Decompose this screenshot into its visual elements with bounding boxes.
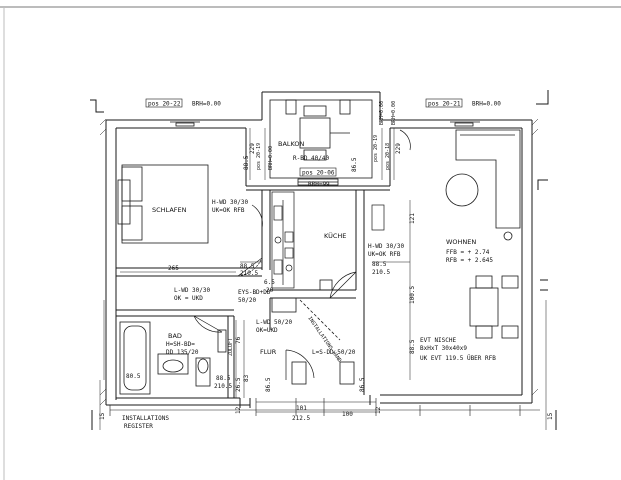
pos-tag-vertical-1: pos 20-19 [373,135,379,162]
note-eys: EYS-BD+DD [238,289,271,296]
dim-86-5-c: 86.5 [359,377,366,392]
kitchen-counter [271,191,385,289]
note-bad-h: H=SH-BD= [166,341,195,348]
pos-tag-balcony: pos 20-06 [302,170,335,177]
dim-212-5: 212.5 [292,415,310,422]
note-balkon-rbd: R-BD 40/40 [293,155,330,162]
hall-installations [271,279,355,385]
dim-86-5-b: 86.5 [265,377,272,392]
note-zuluft: ZULUFT [228,338,234,356]
dim-80-5: 80.5 [126,373,141,380]
brh-vertical-3: BRH=0.00 [268,146,274,170]
brh-top-left: BRH=0.00 [192,101,221,108]
pos-tag-vertical-3: pos 20-19 [256,143,262,170]
pos-tags: pos 20-22 BRH=0.00 pos 20-21 BRH=0.00 po… [145,98,501,188]
dim-88-5-a: 88.5 [240,263,255,270]
balcony-inner [269,99,373,179]
door-swings [193,129,411,380]
dim-76: 76 [235,336,242,344]
note-lwd-b: OK = UKD [174,295,203,302]
pos-tag-vertical-2: pos 20-18 [385,143,391,170]
brh-top-right: BRH=0.00 [472,101,501,108]
dim-12-b: 12 [375,406,382,414]
room-kueche: KÜCHE [324,231,346,240]
dim-210-5-a: 210.5 [240,270,258,277]
note-evt-2: BxHxT 30x40x9 [420,345,467,352]
note-lwd-dd: L-WD 50/20 [256,319,293,326]
dim-88-5-c: 88.5 [409,339,416,354]
room-balkon: BALKON [278,140,305,148]
dim-265: 265 [168,265,179,272]
dim-101: 101 [296,405,307,412]
bottom-ticks [109,398,521,416]
room-flur: FLUR [260,348,277,356]
dim-100-5: 100.5 [409,286,416,304]
corner-brackets [90,90,557,430]
dim-88-5-e: 88.5 [216,375,231,382]
note-evt-1: EVT NISCHE [420,337,457,344]
note-bad-dd: DD 135/20 [166,349,199,356]
note-ffb: FFB = + 2.74 [446,249,490,256]
room-bad: BAD [168,332,182,340]
bathroom-fixtures [119,321,227,395]
interior-walls [116,190,365,398]
dim-20-a: 20 [266,287,274,294]
dim-100: 100 [342,411,353,418]
brh-vertical-2: BRH=0.00 [391,101,397,125]
dim-210-5-b: 210.5 [372,269,390,276]
note-hwd-1-b: UK=OK RFB [212,207,245,214]
windows [170,121,480,186]
note-evt-3: UK EVT 119.5 ÜBER RFB [420,355,496,362]
note-lwd-a: L-WD 30/30 [174,287,211,294]
dim-229-b: 229 [395,143,402,154]
dim-229-a: 229 [249,143,256,154]
dim-15-b: 15 [547,412,554,420]
pos-tag-top-left: pos 20-22 [148,101,181,108]
dim-86-5: 86.5 [351,157,358,172]
wall-hatching [99,118,539,406]
exterior-walls [105,91,533,408]
note-lsdd: L=S-DD 50/20 [312,349,356,356]
dim-26-5: 26.5 [235,377,242,392]
pos-tag-top-right: pos 20-21 [428,101,461,108]
room-labels: SCHLAFEN BALKON KÜCHE WOHNEN BAD FLUR [152,140,476,356]
note-installations: INSTALLATIONS [122,415,169,422]
note-diag: INSTALLATIONS-WAND [306,316,342,364]
dim-88-5-d: 88.5 [243,155,250,170]
dimension-lines [99,128,547,430]
note-rfb: RFB = + 2.645 [446,257,493,264]
balcony-furniture [285,99,351,161]
note-lwd-dd-b: OK=UKD [256,327,278,334]
bed [117,164,209,244]
living-furniture [445,129,521,339]
dim-12: 12 [235,406,242,414]
note-register: REGISTER [124,423,153,430]
dimension-labels: 265 88.5 210.5 6.5 20 88.5 210.5 121 100… [99,143,554,422]
dim-83: 83 [243,374,250,382]
note-hwd-2-a: H-WD 30/30 [368,243,405,250]
dim-88-5-b: 88.5 [372,261,387,268]
note-hwd-2-b: UK=OK RFB [368,251,401,258]
note-hwd-1-a: H-WD 30/30 [212,199,249,206]
brh-balcony: BRH=99 [308,181,330,188]
brh-vertical-1: BRH=0.00 [379,101,385,125]
dim-15-a: 15 [99,412,106,420]
room-wohnen: WOHNEN [446,238,476,246]
dim-6-5: 6.5 [264,279,275,286]
annotations: R-BD 40/40 H-WD 30/30 UK=OK RFB H-WD 30/… [122,155,496,430]
dim-121: 121 [409,213,416,224]
note-eys-dim: 50/20 [238,297,256,304]
room-schlafen: SCHLAFEN [152,206,187,214]
dim-210-5-c: 210.5 [214,383,232,390]
